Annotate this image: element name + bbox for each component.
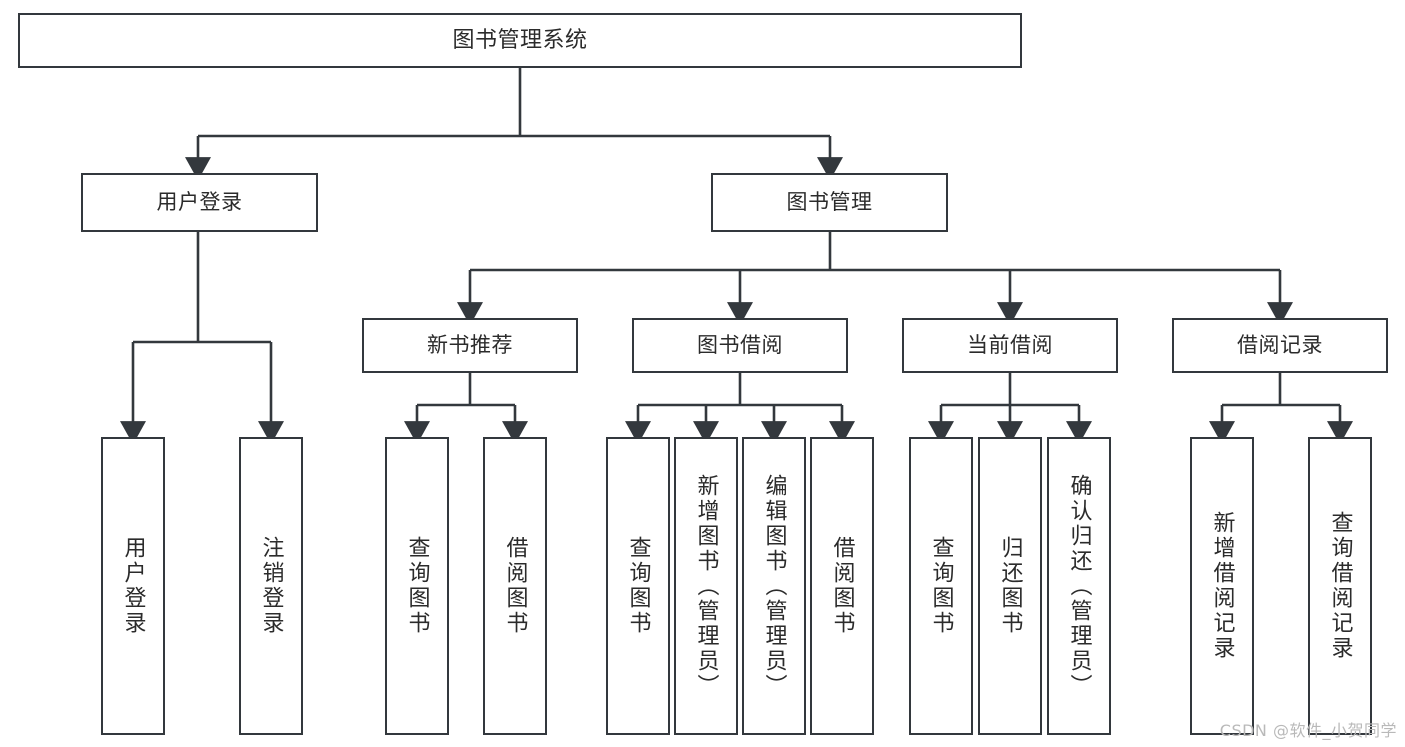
node-label: 确认归还（管理员） (1066, 473, 1092, 699)
node-label: 用户登录 (156, 190, 243, 215)
leaf-new-book-query[interactable]: 查询图书 (385, 437, 449, 735)
leaf-current-borrow-return[interactable]: 归还图书 (978, 437, 1042, 735)
leaf-borrow-record-query[interactable]: 查询借阅记录 (1308, 437, 1372, 735)
leaf-borrow-record-add[interactable]: 新增借阅记录 (1190, 437, 1254, 735)
leaf-book-borrow-borrow[interactable]: 借阅图书 (810, 437, 874, 735)
node-current-borrow[interactable]: 当前借阅 (902, 318, 1118, 373)
leaf-current-borrow-query[interactable]: 查询图书 (909, 437, 973, 735)
node-label: 查询图书 (928, 536, 954, 636)
node-label: 图书管理系统 (452, 27, 588, 53)
node-label: 注销登录 (258, 536, 284, 636)
node-new-book-recommend[interactable]: 新书推荐 (362, 318, 578, 373)
node-label: 图书管理 (786, 190, 873, 215)
node-book-borrow[interactable]: 图书借阅 (632, 318, 848, 373)
node-label: 归还图书 (997, 536, 1023, 636)
node-label: 借阅图书 (829, 536, 855, 636)
node-label: 新增借阅记录 (1209, 511, 1235, 661)
node-label: 图书借阅 (697, 333, 783, 358)
node-label: 查询借阅记录 (1327, 511, 1353, 661)
node-root-system[interactable]: 图书管理系统 (18, 13, 1022, 68)
leaf-user-login-logout[interactable]: 注销登录 (239, 437, 303, 735)
node-label: 用户登录 (120, 536, 146, 636)
node-label: 查询图书 (625, 536, 651, 636)
node-label: 编辑图书（管理员） (761, 473, 787, 699)
leaf-book-borrow-add[interactable]: 新增图书（管理员） (674, 437, 738, 735)
node-borrow-record[interactable]: 借阅记录 (1172, 318, 1388, 373)
leaf-book-borrow-edit[interactable]: 编辑图书（管理员） (742, 437, 806, 735)
node-label: 借阅记录 (1237, 333, 1323, 358)
node-label: 新增图书（管理员） (693, 473, 719, 699)
node-label: 当前借阅 (967, 333, 1053, 358)
node-label: 借阅图书 (502, 536, 528, 636)
leaf-current-borrow-confirm-return[interactable]: 确认归还（管理员） (1047, 437, 1111, 735)
csdn-watermark: CSDN @软件_小贺同学 (1219, 721, 1397, 740)
node-user-login[interactable]: 用户登录 (81, 173, 318, 232)
leaf-book-borrow-query[interactable]: 查询图书 (606, 437, 670, 735)
leaf-user-login-login[interactable]: 用户登录 (101, 437, 165, 735)
node-label: 查询图书 (404, 536, 430, 636)
node-label: 新书推荐 (427, 333, 513, 358)
leaf-new-book-borrow[interactable]: 借阅图书 (483, 437, 547, 735)
node-book-management[interactable]: 图书管理 (711, 173, 948, 232)
